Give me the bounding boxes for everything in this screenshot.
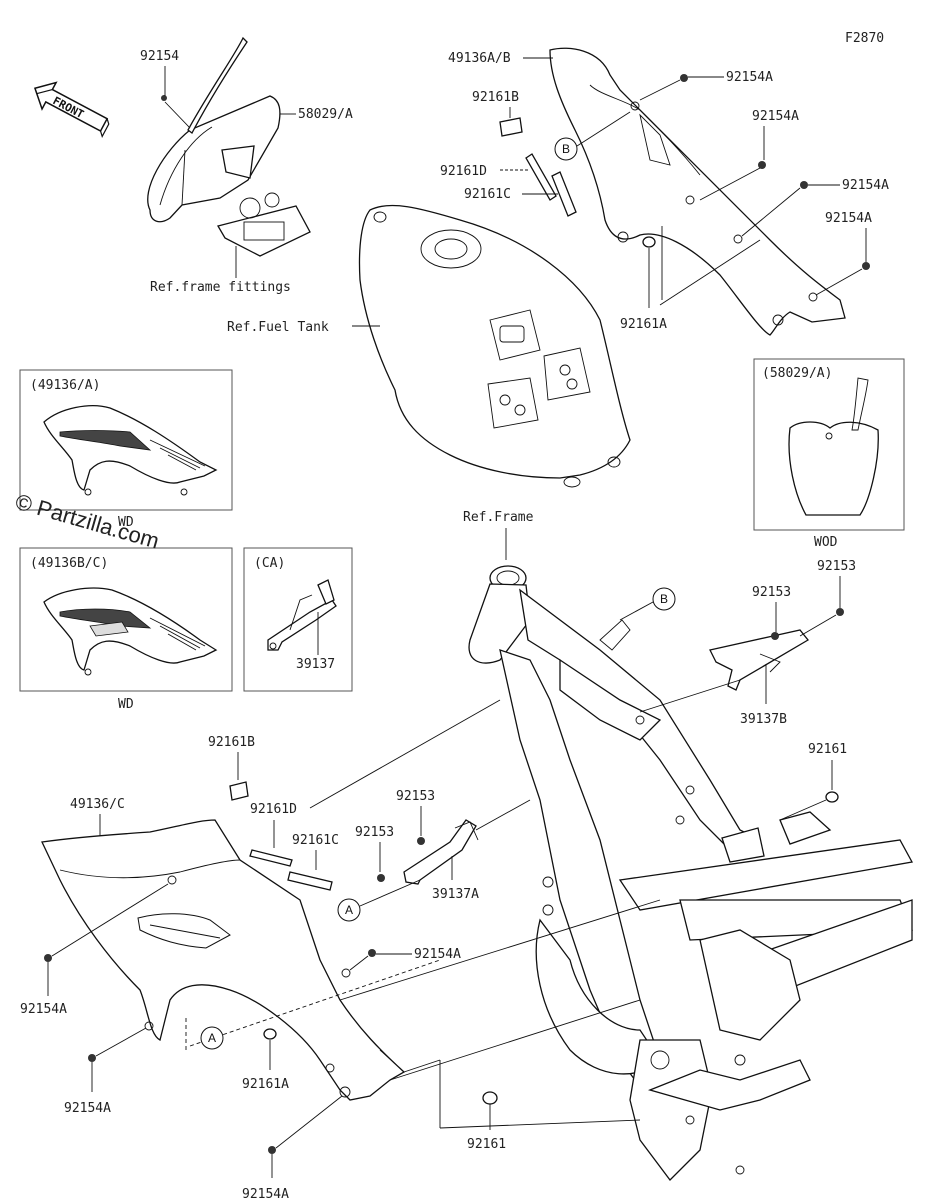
leader-92154-top: [164, 101, 191, 129]
callout-92161B-top: 92161B: [472, 90, 519, 105]
inset-49136BC-shroud: [43, 587, 218, 676]
bracket-39137: [267, 579, 337, 651]
callout-39137B: 39137B: [740, 712, 787, 727]
watermark: © Partzilla.com: [13, 489, 162, 554]
pad-92161B-top: [499, 117, 523, 137]
callout-92154A-3: 92154A: [842, 178, 889, 193]
callout-58029A: 58029/A: [298, 107, 353, 122]
callout-92154-top: 92154: [140, 49, 179, 64]
callout-49136AB: 49136A/B: [448, 51, 511, 66]
inset-49136BC-box: [19, 547, 233, 692]
bolt-92154A-r2: [758, 161, 766, 169]
marker-b-frame: B: [619, 587, 676, 621]
inset-49136A-shroud: [43, 405, 218, 496]
strip-92161D-top: [525, 153, 557, 201]
svg-text:A: A: [345, 903, 353, 917]
callout-92161A-low: 92161A: [242, 1077, 289, 1092]
callout-92154A-l3: 92154A: [242, 1187, 289, 1200]
bolt-92154A-mid: [368, 949, 376, 957]
inset-58029A-box: [753, 358, 905, 531]
strip-92161D-low: [249, 849, 293, 867]
number-plate-58029A: [147, 36, 281, 223]
callout-92154A-2: 92154A: [752, 109, 799, 124]
ref-frame: Ref.Frame: [463, 510, 534, 525]
svg-text:A: A: [208, 1031, 216, 1045]
inset2-caption: WD: [118, 697, 134, 712]
inset2-title: (49136B/C): [30, 556, 108, 571]
strip-92161C-low: [287, 871, 333, 891]
svg-text:© Partzilla.com: © Partzilla.com: [13, 489, 162, 554]
callout-92153-r2: 92153: [817, 559, 856, 574]
bolt-92153-r1: [771, 632, 779, 640]
inset-CA-box: [243, 547, 353, 692]
bracket-39137A: [403, 819, 479, 885]
inset1-caption: WD: [118, 515, 134, 530]
inset-58029A-plate: [788, 377, 879, 516]
callout-92161C-top: 92161C: [464, 187, 511, 202]
frame: [468, 565, 914, 1181]
callout-92153-m2: 92153: [355, 825, 394, 840]
strip-92161C-top: [551, 171, 577, 217]
grommet-92161-low: [482, 1091, 498, 1105]
front-arrow: FRONT: [33, 81, 110, 139]
marker-a-low: A: [200, 1026, 224, 1050]
callout-92153-m1: 92153: [396, 789, 435, 804]
callout-92161A-top: 92161A: [620, 317, 667, 332]
inset4-caption: WOD: [814, 535, 838, 550]
callout-92161-right: 92161: [808, 742, 847, 757]
left-shroud-49136C: [41, 819, 406, 1101]
callout-92154A-mid: 92154A: [414, 947, 461, 962]
callout-92161-low: 92161: [467, 1137, 506, 1152]
inset-49136A-box: [19, 369, 233, 511]
bolt-92154A-r1: [680, 74, 688, 82]
bolt-92154A-r4: [862, 262, 870, 270]
right-shroud-49136AB: [549, 47, 846, 336]
callout-92161B-low: 92161B: [208, 735, 255, 750]
bolt-92154A-l1: [44, 954, 52, 962]
bolt-92154A-l3: [268, 1146, 276, 1154]
bolt-92154A-r3: [800, 181, 808, 189]
ref-frame-fittings: Ref.frame fittings: [150, 280, 291, 295]
bracket-39137B: [709, 629, 809, 691]
callout-92154A-4: 92154A: [825, 211, 872, 226]
svg-text:B: B: [562, 142, 570, 156]
svg-text:B: B: [660, 592, 668, 606]
callout-92161D-top: 92161D: [440, 164, 487, 179]
grommet-92161A-top: [642, 236, 656, 248]
callout-92154A-l2: 92154A: [64, 1101, 111, 1116]
callout-92153-r1: 92153: [752, 585, 791, 600]
frame-fittings: [217, 192, 311, 257]
bolt-92153-r2: [836, 608, 844, 616]
fuel-tank: [358, 204, 631, 488]
pad-92161B-low: [229, 781, 249, 801]
callout-92154A-l1: 92154A: [20, 1002, 67, 1017]
bolt-92153-m1: [417, 837, 425, 845]
callout-49136C: 49136/C: [70, 797, 125, 812]
inset1-title: (49136/A): [30, 378, 100, 393]
marker-b-top: B: [554, 111, 631, 161]
bolt-92153-m2: [377, 874, 385, 882]
marker-a-mid: A: [337, 879, 421, 922]
callout-92154A-1: 92154A: [726, 70, 773, 85]
callout-92161D-low: 92161D: [250, 802, 297, 817]
inset3-title: (CA): [254, 556, 285, 571]
callout-39137: 39137: [296, 657, 335, 672]
ref-fuel-tank: Ref.Fuel Tank: [227, 320, 329, 335]
inset4-title: (58029/A): [762, 366, 832, 381]
figure-code: F2870: [845, 31, 884, 46]
grommet-92161-right: [825, 791, 839, 803]
callout-39137A: 39137A: [432, 887, 479, 902]
bolt-92154A-l2: [88, 1054, 96, 1062]
grommet-92161A-low: [263, 1028, 277, 1040]
bolt-92154-top: [161, 95, 167, 101]
callout-92161C-low: 92161C: [292, 833, 339, 848]
